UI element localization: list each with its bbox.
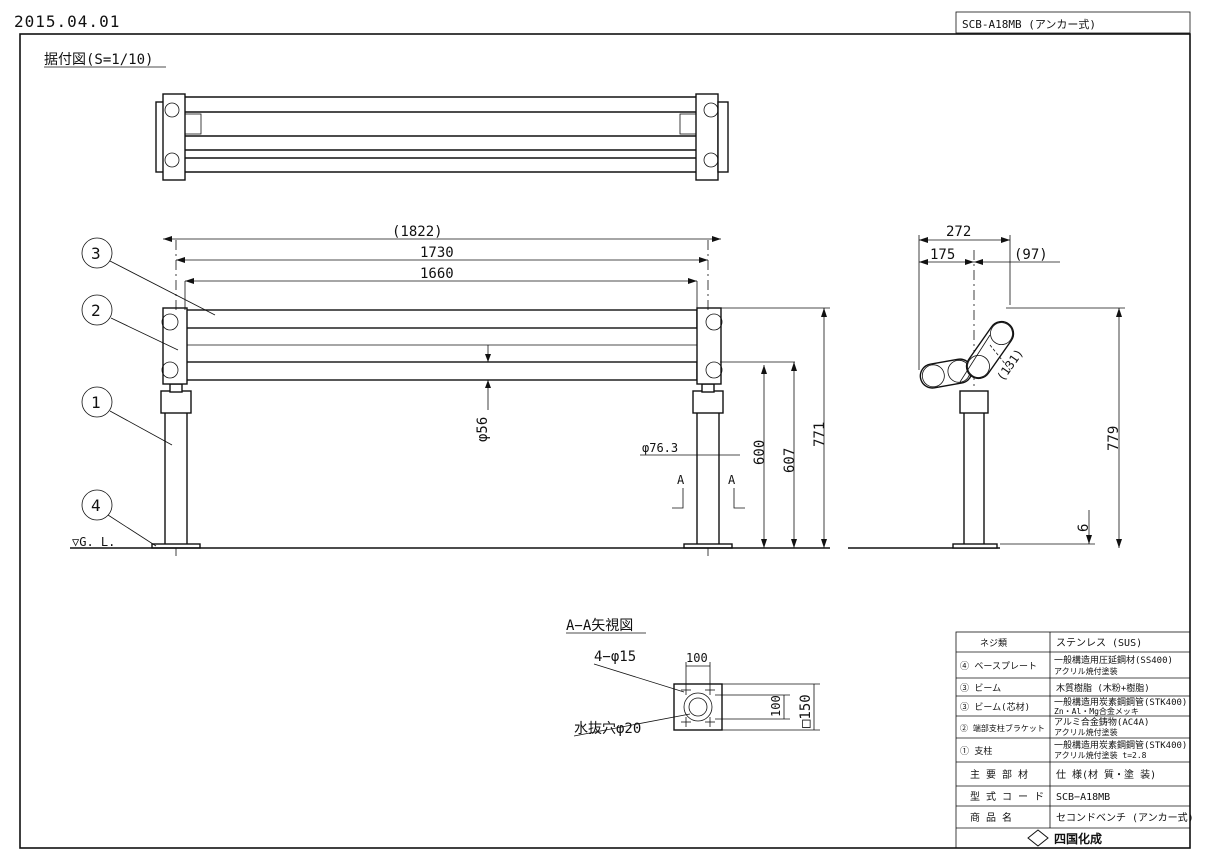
top-view [155, 93, 729, 181]
parts-row-1-spec-0: 一般構造用圧延鋼材(SS400) [1054, 654, 1173, 666]
drawing-code: SCB-A18MB (アンカー式) [962, 18, 1096, 31]
side-view [848, 250, 1015, 549]
dim-side-b: (97) [1014, 247, 1048, 263]
section-view: A−A矢視図 100 100 □150 4−φ15 水抜穴φ20 [566, 618, 820, 737]
parts-row-4-part: ② 端部支柱ブラケット [960, 723, 1045, 733]
parts-row-1-part: ④ ベースプレート [960, 661, 1037, 672]
parts-row-4-spec-0: アルミ合金鋳物(AC4A) [1054, 716, 1149, 728]
front-view: ▽G. L. [70, 240, 830, 556]
callout-3: 3 [91, 244, 101, 263]
parts-row-2-spec: 木質樹脂 (木粉+樹脂) [1056, 682, 1150, 694]
model-label: 型 式 コ ー ド [970, 790, 1044, 803]
parts-row-5-spec-1: アクリル焼付塗装 t=2.8 [1054, 750, 1147, 760]
dim-h6: 6 [1076, 524, 1092, 532]
callout-2: 2 [91, 301, 101, 320]
gl-label: ▽G. L. [72, 535, 115, 549]
dim-h607: 607 [782, 448, 798, 473]
product-label: 商 品 名 [970, 811, 1012, 824]
dim-side-a: 175 [930, 247, 955, 263]
callouts: 3 2 1 4 [81, 237, 216, 547]
section-a-left: A [677, 473, 685, 487]
callout-4: 4 [91, 496, 101, 515]
brand-logo: 四国化成 [1054, 831, 1102, 846]
model-value: SCB−A18MB [1056, 792, 1110, 803]
section-a-right: A [728, 473, 736, 487]
parts-row-3-spec-0: 一般構造用炭素鋼鋼管(STK400) [1054, 696, 1187, 708]
dim-base-sq: □150 [798, 694, 814, 728]
parts-row-5-part: ① 支柱 [960, 745, 992, 757]
dim-drain: 水抜穴φ20 [574, 721, 641, 737]
dim-post-dia: φ76.3 [642, 441, 678, 455]
product-value: セコンドベンチ (アンカー式) [1056, 811, 1194, 824]
dim-front-post: 1730 [420, 245, 454, 261]
dim-holes: 4−φ15 [594, 649, 636, 665]
parts-row-1-spec-1: アクリル焼付塗装 [1054, 666, 1118, 676]
parts-row-3-part: ③ ビーム(芯材) [960, 701, 1030, 713]
dim-h771: 771 [812, 422, 828, 447]
dim-front-beam: 1660 [420, 266, 454, 282]
dim-h600: 600 [752, 440, 768, 465]
parts-header-part: 主 要 部 材 [970, 768, 1028, 781]
sheet-frame [19, 33, 1191, 849]
front-dimensions: (1822) 1730 1660 φ56 φ76.3 A A 600 [163, 224, 830, 548]
parts-row-5-spec-0: 一般構造用炭素鋼鋼管(STK400) [1054, 739, 1187, 751]
dim-pipe-dia: φ56 [475, 417, 491, 442]
side-dimensions: 272 175 (97) (131) 779 6 [918, 224, 1125, 548]
brand-logo-icon [1027, 829, 1049, 847]
callout-1: 1 [91, 393, 101, 412]
dim-h779: 779 [1106, 426, 1122, 451]
parts-row-0-spec: ステンレス (SUS) [1056, 638, 1142, 649]
section-title: A−A矢視図 [566, 618, 633, 634]
install-title: 据付図(S=1/10) [44, 52, 153, 68]
parts-table: ネジ類 ステンレス (SUS) ④ ベースプレート 一般構造用圧延鋼材(SS40… [955, 631, 1194, 849]
drawing-date: 2015.04.01 [14, 12, 120, 31]
parts-header-spec: 仕 様(材 質・塗 装) [1056, 768, 1156, 781]
code-box [955, 11, 1191, 34]
dim-base-w: 100 [686, 651, 708, 665]
parts-row-4-spec-1: アクリル焼付塗装 [1054, 727, 1118, 737]
dim-front-total: (1822) [392, 224, 443, 240]
dim-base-inner: 100 [769, 695, 783, 717]
parts-row-0-part: ネジ類 [980, 638, 1007, 649]
parts-row-2-part: ③ ビーム [960, 683, 1001, 694]
parts-row-3-spec-1: Zn・Al・Mg合金メッキ [1054, 706, 1139, 716]
dim-side-total: 272 [946, 224, 971, 240]
